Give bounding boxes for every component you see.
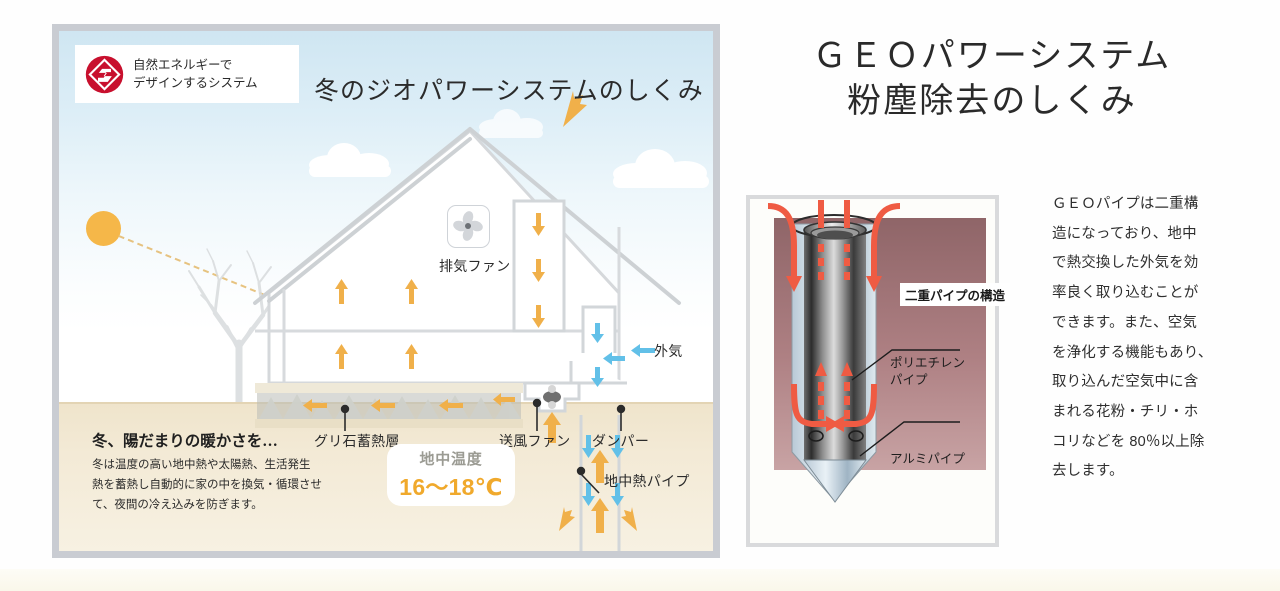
- geo-description-line: を浄化する機能もあり、: [1052, 344, 1213, 361]
- polyethylene-pipe-label: ポリエチレン パイプ: [890, 355, 965, 389]
- geo-description-line: ＧＥＯパイプは二重構: [1052, 196, 1199, 212]
- left-panel-title: 冬のジオパワーシステムのしくみ: [314, 78, 704, 105]
- geo-description-text: ＧＥＯパイプは二重構 造になっており、地中 で熱交換した外気を効 率良く取り込む…: [1052, 190, 1242, 487]
- right-panel-title: ＧＥＯパワーシステム 粉塵除去のしくみ: [742, 34, 1242, 124]
- geo-description-line: まれる花粉・チリ・ホ: [1052, 404, 1199, 421]
- brand-logo-line2: デザインするシステム: [133, 76, 258, 90]
- geo-pipe-illustration: [767, 200, 986, 503]
- sun-icon: [86, 211, 121, 246]
- ground-temperature-value: 16〜18℃: [399, 474, 503, 500]
- geo-description-line: できます。また、空気: [1052, 314, 1197, 331]
- house-cutaway-diagram: [253, 91, 681, 551]
- damper-label: ダンパー: [592, 433, 650, 449]
- winter-description-line: て、夜間の冷え込みを防ぎます。: [92, 499, 263, 512]
- winter-description-heading: 冬、陽だまりの暖かさを…: [92, 433, 278, 450]
- geo-description-line: 造になっており、地中: [1052, 225, 1197, 242]
- geo-description-line: で熱交換した外気を効: [1052, 255, 1199, 272]
- geo-diamond-logo-icon: [85, 55, 124, 93]
- geo-description-line: 去します。: [1052, 463, 1124, 480]
- double-pipe-structure-label: 二重パイプの構造: [900, 283, 1011, 306]
- winter-description: 冬、陽だまりの暖かさを… 冬は温度の高い地中熱や太陽熱、生活発生 熱を蓄熱し自動…: [92, 429, 382, 515]
- right-panel-title-line1: ＧＥＯパワーシステム: [812, 37, 1172, 75]
- right-panel-title-line2: 粉塵除去のしくみ: [847, 81, 1137, 120]
- blower-fan-label: 送風ファン: [499, 433, 571, 449]
- winter-description-body: 冬は温度の高い地中熱や太陽熱、生活発生 熱を蓄熱し自動的に家の中を換気・循環させ…: [92, 455, 382, 515]
- geo-description-line: コリなどを 80％以上除: [1052, 433, 1205, 450]
- gravel-layer-label: グリ石蓄熱層: [314, 433, 400, 449]
- page-bottom-strip: [0, 569, 1280, 591]
- geo-description-line: 取り込んだ空気中に含: [1052, 374, 1199, 391]
- geo-pipe-diagram: 二重パイプの構造 ポリエチレン パイプ アルミパイプ: [742, 158, 1012, 554]
- ground-temperature-label: 地中温度: [419, 451, 483, 468]
- ground-temperature-chip: 地中温度 16〜18℃: [387, 444, 515, 506]
- brand-logo-line1: 自然エネルギーで: [133, 57, 233, 72]
- winter-description-line: 熱を蓄熱し自動的に家の中を換気・循環させ: [92, 479, 322, 492]
- winter-system-panel: 自然エネルギーで デザインするシステム 冬のジオパワーシステムのしくみ 排気ファ…: [52, 24, 720, 558]
- polyethylene-pipe-label-line2: パイプ: [890, 372, 928, 387]
- aluminium-pipe-label: アルミパイプ: [890, 452, 965, 466]
- exhaust-fan-label: 排気ファン: [439, 258, 511, 274]
- geothermal-pipe-label: 地中熱パイプ: [604, 473, 690, 489]
- brand-logo-badge: 自然エネルギーで デザインするシステム: [75, 45, 299, 103]
- winter-system-illustration: 自然エネルギーで デザインするシステム 冬のジオパワーシステムのしくみ 排気ファ…: [59, 31, 713, 551]
- outside-air-label: 外気: [654, 343, 683, 359]
- exhaust-fan-icon: [447, 205, 490, 248]
- polyethylene-pipe-label-line1: ポリエチレン: [890, 356, 966, 370]
- brand-logo-text: 自然エネルギーで デザインするシステム: [133, 56, 258, 92]
- geo-description-line: 率良く取り込むことが: [1052, 285, 1199, 302]
- winter-description-line: 冬は温度の高い地中熱や太陽熱、生活発生: [92, 459, 311, 471]
